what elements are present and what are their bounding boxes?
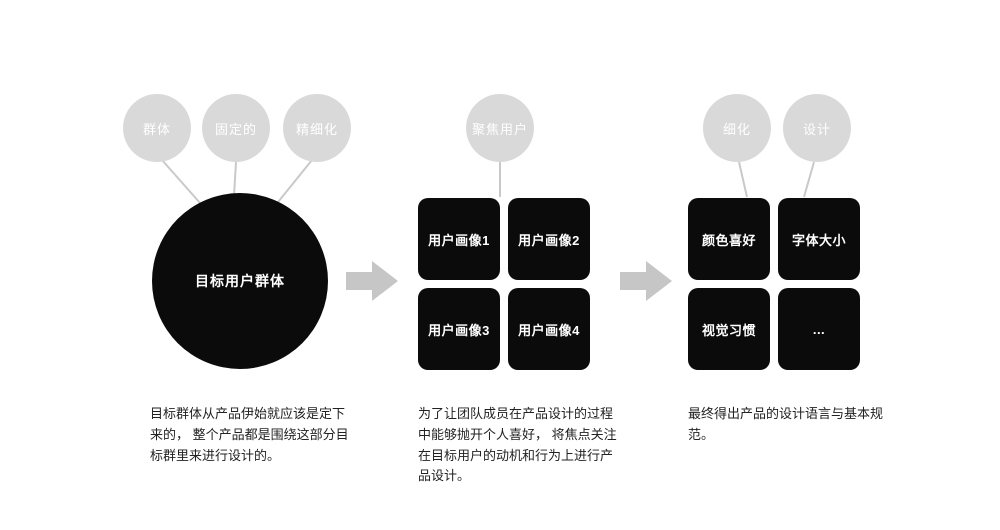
design-card-label: ... xyxy=(812,321,826,337)
target-user-group-circle: 目标用户群体 xyxy=(152,193,328,369)
design-card-more: ... xyxy=(778,288,860,370)
persona-card-2: 用户画像2 xyxy=(508,198,590,280)
tag-bubble-design: 设计 xyxy=(783,94,851,162)
arrow-right-icon xyxy=(346,261,398,301)
tag-bubble-group: 群体 xyxy=(123,94,191,162)
tag-bubble-fixed: 固定的 xyxy=(202,94,270,162)
tag-bubble-label: 聚焦用户 xyxy=(471,121,528,137)
tag-bubble-focus-user: 聚焦用户 xyxy=(466,94,534,162)
persona-card-1: 用户画像1 xyxy=(418,198,500,280)
design-card-visual-habit: 视觉习惯 xyxy=(688,288,770,370)
tag-bubble-refined: 精细化 xyxy=(283,94,351,162)
design-card-fontsize: 字体大小 xyxy=(778,198,860,280)
persona-card-4: 用户画像4 xyxy=(508,288,590,370)
caption-right: 最终得出产品的设计语言与基本规范。 xyxy=(688,406,884,442)
persona-card-label: 用户画像2 xyxy=(518,232,580,248)
tag-bubble-detail: 细化 xyxy=(703,94,771,162)
design-card-label: 视觉习惯 xyxy=(701,322,756,338)
design-card-label: 字体大小 xyxy=(791,232,846,248)
persona-card-label: 用户画像1 xyxy=(428,232,490,248)
design-card-color: 颜色喜好 xyxy=(688,198,770,280)
persona-card-label: 用户画像4 xyxy=(518,322,580,338)
tag-bubble-label: 设计 xyxy=(802,121,831,137)
caption-left: 目标群体从产品伊始就应该是定下来的， 整个产品都是围绕这部分目标群里来进行设计的… xyxy=(150,406,349,463)
persona-card-3: 用户画像3 xyxy=(418,288,500,370)
tag-bubble-label: 精细化 xyxy=(295,121,338,137)
tag-bubble-label: 群体 xyxy=(142,121,171,137)
tag-bubble-label: 细化 xyxy=(722,121,751,137)
design-card-label: 颜色喜好 xyxy=(701,232,756,248)
target-user-group-label: 目标用户群体 xyxy=(195,273,285,289)
tag-bubble-label: 固定的 xyxy=(214,121,257,137)
arrow-right-icon xyxy=(620,261,672,301)
persona-card-label: 用户画像3 xyxy=(428,322,490,338)
caption-middle: 为了让团队成员在产品设计的过程中能够抛开个人喜好， 将焦点关注在目标用户的动机和… xyxy=(418,406,617,484)
